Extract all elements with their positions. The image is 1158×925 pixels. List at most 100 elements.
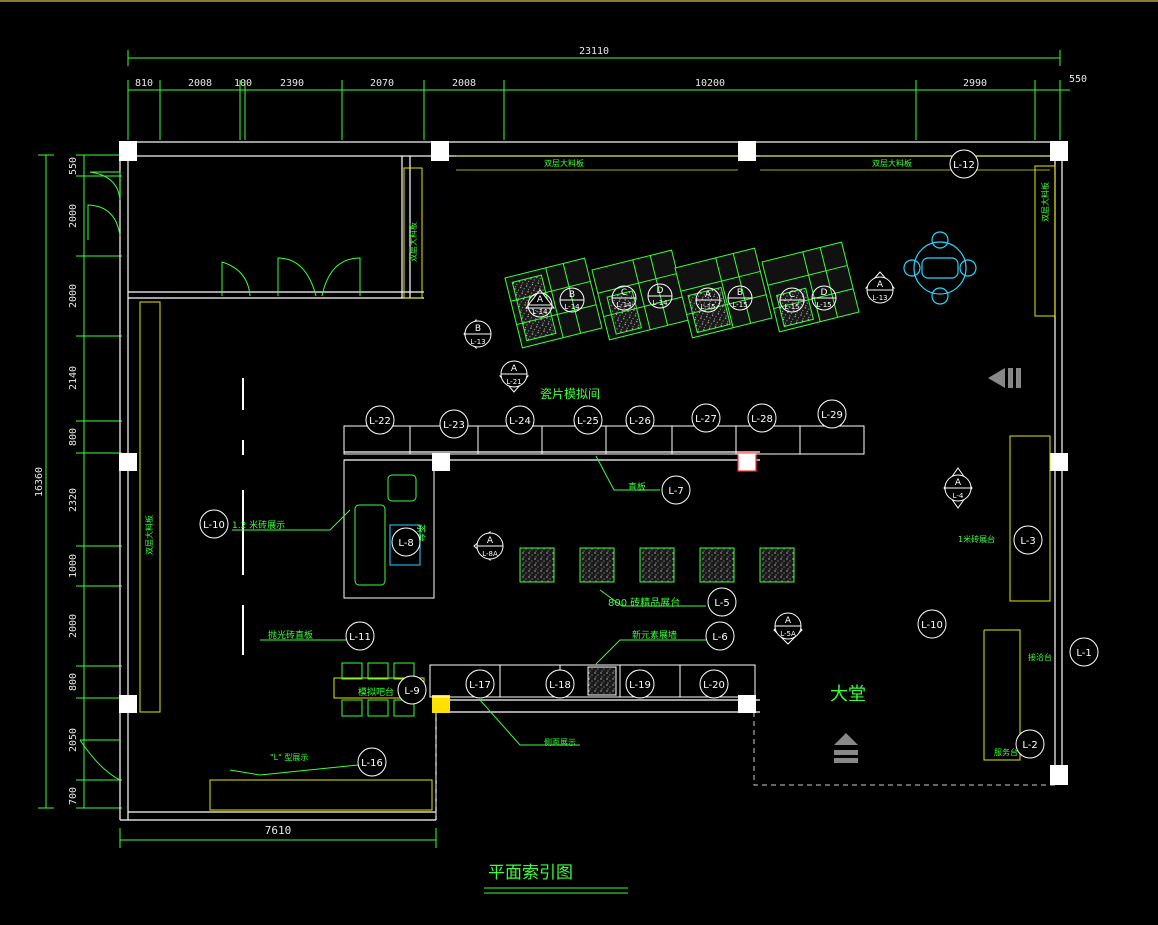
index-circle: L-22 [365, 405, 395, 435]
section-mark: BL-14 [559, 287, 585, 313]
label-reception-a: 接洽台 [1028, 652, 1052, 662]
leader-lines [229, 455, 706, 776]
svg-text:L-21: L-21 [506, 378, 521, 386]
label-tile-room: 瓷片模拟间 [540, 387, 600, 401]
section-mark: AL-13 [864, 271, 896, 304]
svg-text:A: A [785, 616, 792, 626]
dim-left-6: 2320 [68, 488, 79, 512]
svg-text:L-13: L-13 [470, 338, 485, 346]
svg-text:C: C [621, 288, 627, 298]
index-circle: L-5 [707, 587, 737, 617]
svg-text:L-19: L-19 [629, 680, 651, 691]
top-strip [456, 155, 1050, 171]
highlight-column [737, 452, 757, 472]
svg-text:L-3: L-3 [1020, 536, 1035, 547]
svg-text:L-9: L-9 [404, 686, 419, 697]
svg-text:L-26: L-26 [629, 416, 651, 427]
label-double-mid: 双层大料板 [408, 222, 418, 262]
label-double-right: 双层大料板 [1040, 182, 1050, 222]
svg-text:L-14: L-14 [532, 308, 548, 316]
direction-arrows [834, 368, 1021, 763]
svg-text:L-15: L-15 [700, 303, 715, 311]
svg-text:D: D [657, 286, 664, 296]
label-polished: 抛光砖直板 [268, 629, 313, 641]
section-mark: A L-5A [773, 612, 803, 645]
index-circle: L-6 [705, 621, 735, 651]
index-circle: L-2 [1015, 729, 1045, 759]
display-counter-row [343, 425, 865, 698]
index-circle: L-9 [397, 675, 427, 705]
svg-text:L-22: L-22 [369, 416, 391, 427]
hall-label: 大堂 [830, 684, 866, 705]
section-mark: C L-15 [779, 287, 805, 313]
svg-text:L-25: L-25 [577, 416, 599, 427]
dim-total-top: 23110 [579, 46, 609, 57]
dim-top-5: 2070 [370, 78, 394, 89]
label-sim-platform: 模拟吧台 [358, 686, 394, 698]
dim-left-8: 2000 [68, 614, 79, 638]
svg-text:L-23: L-23 [443, 420, 465, 431]
dim-left-2: 2000 [68, 204, 79, 228]
dim-top-1: 810 [135, 78, 153, 89]
boundary-dashed [435, 712, 1055, 820]
svg-text:L-14: L-14 [652, 299, 668, 307]
index-circle: L-28 [747, 403, 777, 433]
yellow-elements [139, 165, 1056, 811]
dim-left-3: 2000 [68, 284, 79, 308]
label-tile12: 1.2 米砖展示 [232, 519, 285, 531]
svg-text:L-1: L-1 [1076, 648, 1091, 659]
svg-text:A: A [487, 536, 494, 546]
yellow-column [432, 695, 450, 713]
dim-left-10: 2050 [68, 728, 79, 752]
svg-text:L-5A: L-5A [780, 630, 796, 638]
section-mark: BL-15 [727, 285, 753, 311]
label-reception-b: 服务台 [994, 747, 1018, 757]
index-circle: L-3 [1013, 525, 1043, 555]
svg-text:L-15: L-15 [732, 301, 747, 309]
dim-top-8: 2990 [963, 78, 987, 89]
dim-top-3: 100 [234, 78, 252, 89]
dim-top-7: 10200 [695, 78, 725, 89]
svg-text:L-15: L-15 [784, 303, 799, 311]
dim-left-7: 1000 [68, 554, 79, 578]
index-circle: L-27 [691, 403, 721, 433]
label-l-display: "L" 型展示 [270, 753, 308, 762]
svg-text:A: A [705, 290, 712, 300]
svg-text:L-24: L-24 [509, 416, 531, 427]
dim-total-left: 16360 [34, 467, 45, 497]
label-tile-800: 800 砖精品展台 [608, 596, 680, 609]
svg-text:L-7: L-7 [668, 486, 683, 497]
svg-text:A: A [877, 280, 884, 290]
svg-text:L-20: L-20 [703, 680, 725, 691]
svg-text:L-27: L-27 [695, 414, 717, 425]
dim-right-extra: 550 [1069, 74, 1087, 85]
label-double-left: 双层大料板 [144, 515, 154, 555]
dim-left-5: 800 [68, 428, 79, 446]
svg-text:L-28: L-28 [751, 414, 773, 425]
svg-text:A: A [537, 295, 544, 305]
svg-text:C: C [789, 290, 795, 300]
index-circle: L-10 [917, 609, 947, 639]
svg-text:L-10: L-10 [203, 520, 225, 531]
svg-text:A: A [955, 478, 962, 488]
svg-text:L-16: L-16 [361, 758, 383, 769]
svg-text:L-4: L-4 [953, 492, 964, 500]
index-circle: L-17 [465, 669, 495, 699]
label-tile-display: 1米砖展台 [958, 534, 995, 544]
doors [79, 171, 361, 781]
dim-top-6: 2008 [452, 78, 476, 89]
index-circle: L-20 [699, 669, 729, 699]
section-mark: B L-13 [463, 318, 492, 350]
svg-text:L-14: L-14 [616, 301, 632, 309]
dim-bottom: 7610 [265, 824, 292, 837]
index-circle: L-7 [661, 475, 691, 505]
svg-text:B: B [475, 324, 481, 334]
index-circle: L-16 [357, 747, 387, 777]
label-new-wall: 新元素展墙 [632, 629, 677, 641]
section-mark: AL-8A [473, 530, 504, 562]
title-bar-line [0, 0, 1158, 2]
dim-top-4: 2390 [280, 78, 304, 89]
svg-text:L-11: L-11 [349, 632, 371, 643]
